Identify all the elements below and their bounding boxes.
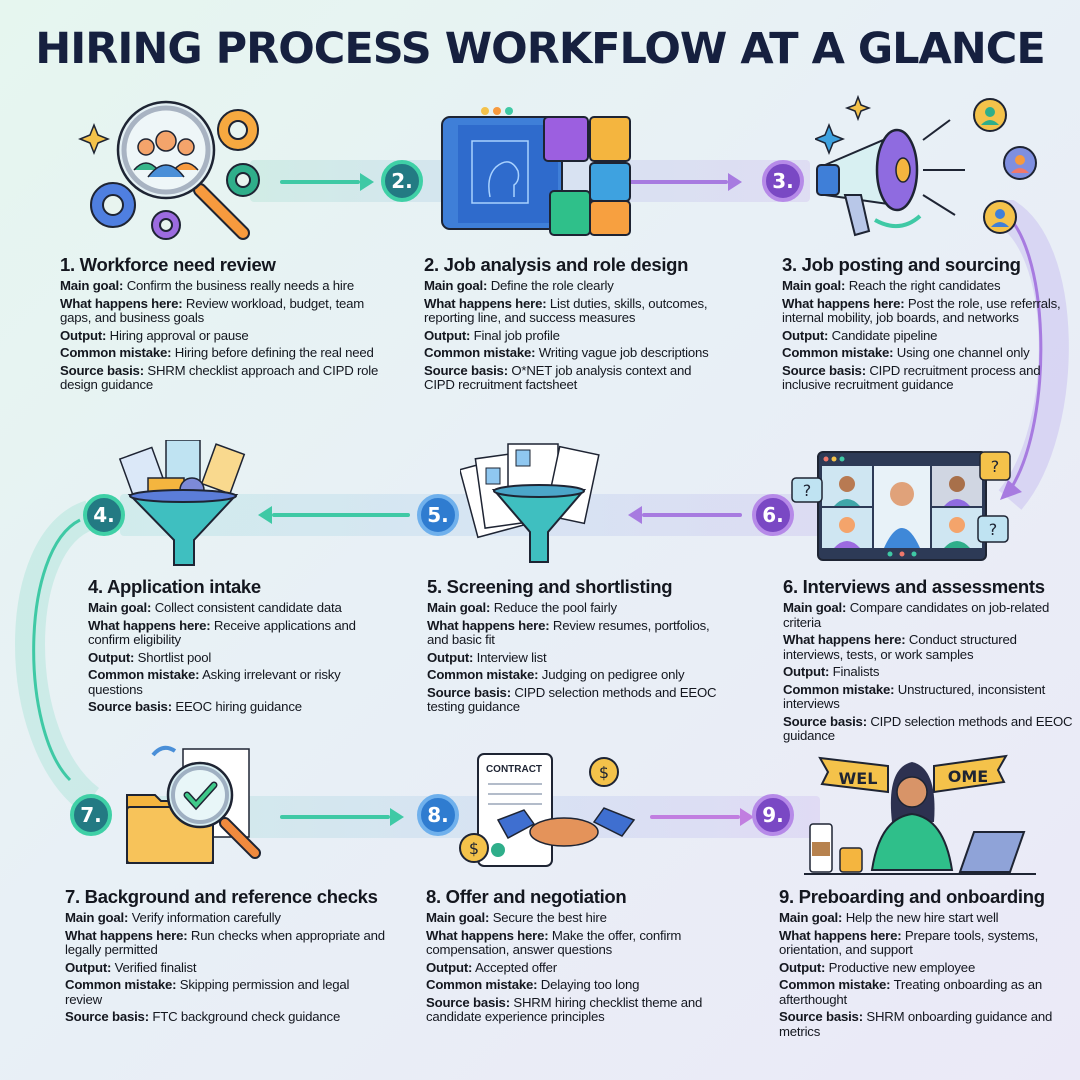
svg-text:$: $ [469,839,479,858]
arrow-1-to-2 [280,173,374,191]
step-common-mistake: Common mistake: Treating onboarding as a… [779,977,1043,1007]
svg-text:$: $ [599,763,609,782]
step-output: Output: Shortlist pool [88,649,212,665]
video-call-icon: ? ? ? [791,451,1011,561]
step-source-basis: Source basis: CIPD recruitment process a… [782,362,1041,392]
step-main-goal: Main goal: Define the role clearly [424,278,614,293]
step-main-goal: Main goal: Reduce the pool fairly [427,600,617,615]
step-title: 6. Interviews and assessments [783,576,1045,597]
arrow-7-to-8 [280,808,404,826]
contract-handshake-icon: CONTRACT $ $ [459,753,636,867]
magnifier-people-gears-icon [78,100,260,240]
step-main-goal: Main goal: Reach the right candidates [782,278,1001,293]
step-source-basis: Source basis: CIPD selection methods and… [427,684,717,714]
step-output: Output: Hiring approval or pause [60,327,249,343]
step-what-happens: What happens here: Post the role, use re… [782,295,1061,325]
welcome-banner-right: OME [948,767,988,786]
step-main-goal: Main goal: Help the new hire start well [779,910,999,925]
step-badge-9: 9. [752,794,794,836]
svg-text:?: ? [803,481,812,500]
step-title: 8. Offer and negotiation [426,886,627,907]
step-output: Output: Accepted offer [426,959,557,975]
step-badge-3: 3. [762,160,804,202]
step-badge-5: 5. [417,494,459,536]
step-title: 3. Job posting and sourcing [782,254,1021,275]
step-card-4: 4. Application intake Main goal: Collect… [88,576,388,718]
funnel-documents-icon [118,440,246,566]
step-card-3: 3. Job posting and sourcing Main goal: R… [782,254,1072,396]
page-title: HIRING PROCESS WORKFLOW AT A GLANCE [35,24,1045,74]
step-common-mistake: Common mistake: Unstructured, inconsiste… [783,681,1046,711]
step-card-6: 6. Interviews and assessments Main goal:… [783,576,1073,747]
welcome-banner-left: WEL [839,769,878,788]
step-output: Output: Candidate pipeline [782,327,938,343]
blueprint-puzzle-icon [441,107,631,236]
folder-magnifier-check-icon [126,745,261,864]
step-badge-8: 8. [417,794,459,836]
step-common-mistake: Common mistake: Skipping permission and … [65,977,350,1007]
step-source-basis: Source basis: CIPD selection methods and… [783,713,1073,743]
step-main-goal: Main goal: Confirm the business really n… [60,278,354,293]
step-main-goal: Main goal: Verify information carefully [65,910,281,925]
step-source-basis: Source basis: EEOC hiring guidance [88,699,302,714]
svg-text:?: ? [991,457,1000,476]
step-card-1: 1. Workforce need review Main goal: Conf… [60,254,380,396]
step-title: 2. Job analysis and role design [424,254,689,275]
welcome-new-hire-icon: WEL OME [804,754,1036,875]
step-what-happens: What happens here: List duties, skills, … [424,295,708,325]
step-main-goal: Main goal: Collect consistent candidate … [88,600,342,615]
step-badge-6: 6. [752,494,794,536]
step-what-happens: What happens here: Prepare tools, system… [779,927,1039,957]
contract-label: CONTRACT [486,764,542,775]
step-main-goal: Main goal: Compare candidates on job-rel… [783,600,1050,630]
step-what-happens: What happens here: Conduct structured in… [783,632,1017,662]
step-output: Output: Interview list [427,649,547,665]
step-card-9: 9. Preboarding and onboarding Main goal:… [779,886,1074,1042]
step-source-basis: Source basis: O*NET job analysis context… [424,362,692,392]
step-output: Output: Final job profile [424,327,560,343]
step-common-mistake: Common mistake: Writing vague job descri… [424,345,709,360]
step-common-mistake: Common mistake: Hiring before defining t… [60,345,374,360]
step-title: 7. Background and reference checks [65,886,378,907]
step-what-happens: What happens here: Review resumes, portf… [427,617,710,647]
step-what-happens: What happens here: Run checks when appro… [65,927,385,957]
resumes-funnel-icon [460,443,600,563]
arrow-5-to-4 [258,506,410,524]
step-output: Output: Productive new employee [779,959,976,975]
step-source-basis: Source basis: SHRM checklist approach an… [60,362,379,392]
step-card-7: 7. Background and reference checks Main … [65,886,385,1028]
step-output: Output: Verified finalist [65,959,197,975]
megaphone-network-icon [815,95,1037,237]
step-title: 9. Preboarding and onboarding [779,886,1045,907]
step-badge-4: 4. [83,494,125,536]
step-what-happens: What happens here: Receive applications … [88,617,356,647]
step-title: 1. Workforce need review [60,254,276,275]
step-card-8: 8. Offer and negotiation Main goal: Secu… [426,886,726,1028]
step-title: 4. Application intake [88,576,261,597]
step-common-mistake: Common mistake: Judging on pedigree only [427,667,685,682]
step-what-happens: What happens here: Make the offer, confi… [426,927,682,957]
step-card-2: 2. Job analysis and role design Main goa… [424,254,724,396]
step-badge-7: 7. [70,794,112,836]
step-source-basis: Source basis: SHRM onboarding guidance a… [779,1009,1053,1039]
svg-text:?: ? [989,520,998,539]
arrow-8-to-9 [650,808,754,826]
step-card-5: 5. Screening and shortlisting Main goal:… [427,576,727,718]
step-common-mistake: Common mistake: Delaying too long [426,977,640,992]
step-what-happens: What happens here: Review workload, budg… [60,295,365,325]
step-source-basis: Source basis: FTC background check guida… [65,1009,341,1024]
step-common-mistake: Common mistake: Using one channel only [782,345,1030,360]
step-output: Output: Finalists [783,664,880,679]
step-main-goal: Main goal: Secure the best hire [426,910,607,925]
step-source-basis: Source basis: SHRM hiring checklist them… [426,994,703,1024]
step-common-mistake: Common mistake: Asking irrelevant or ris… [88,667,341,697]
arrow-6-to-5 [628,506,742,524]
arrow-2-to-3 [628,173,742,191]
step-title: 5. Screening and shortlisting [427,576,673,597]
step-badge-2: 2. [381,160,423,202]
